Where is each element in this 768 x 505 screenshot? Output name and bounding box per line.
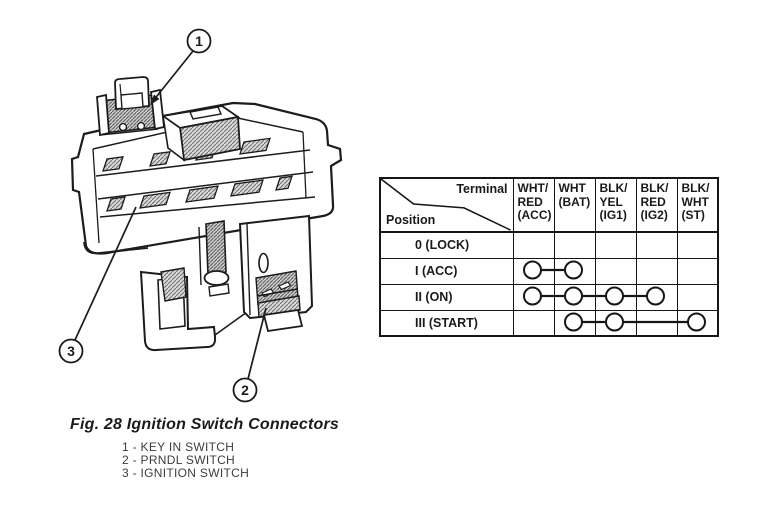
legend-item: 3 - IGNITION SWITCH	[122, 466, 250, 480]
center-latch-box	[160, 105, 241, 162]
column-header-ig1: BLK/ YEL (IG1)	[594, 177, 637, 233]
ignition-switch-connector-illustration: 1 3 2	[58, 28, 343, 403]
corner-header-cell: Terminal Position	[379, 177, 514, 233]
position-axis-label: Position	[386, 213, 436, 227]
key-in-switch-connector	[96, 76, 165, 137]
callout-1-number: 1	[195, 33, 203, 49]
terminal-slots-upper	[102, 137, 271, 172]
prndl-switch-connector	[238, 214, 314, 333]
column-header-bat: WHT (BAT)	[553, 177, 596, 233]
legend-item: 1 - KEY IN SWITCH	[122, 440, 235, 454]
table-row: 0 (LOCK)	[379, 231, 719, 259]
terminal-axis-label: Terminal	[456, 182, 508, 196]
column-header-ig2: BLK/ RED (IG2)	[635, 177, 678, 233]
terminal-slots-lower	[106, 175, 293, 212]
figure-legend: 1 - KEY IN SWITCH 2 - PRNDL SWITCH 3 - I…	[122, 441, 249, 480]
position-label: II (ON)	[379, 283, 514, 311]
legend-item: 2 - PRNDL SWITCH	[122, 453, 236, 467]
corner-diagonal-line	[381, 179, 511, 231]
callout-1: 1	[150, 28, 212, 105]
table-row: II (ON)	[379, 283, 719, 311]
position-label: 0 (LOCK)	[379, 231, 514, 259]
callout-3-number: 3	[67, 343, 75, 359]
center-post	[198, 220, 230, 297]
callout-3: 3	[58, 206, 137, 364]
ignition-switch-body	[70, 101, 343, 255]
table-row: I (ACC)	[379, 257, 719, 285]
terminal-position-table: Terminal Position WHT/ RED (ACC) WHT (BA…	[379, 177, 719, 337]
position-label: III (START)	[379, 309, 514, 337]
figure-caption: Fig. 28 Ignition Switch Connectors	[70, 416, 340, 433]
table-header-row: Terminal Position WHT/ RED (ACC) WHT (BA…	[379, 177, 719, 233]
callout-2-number: 2	[241, 382, 249, 398]
left-mounting-leg	[139, 267, 248, 352]
arrowhead-icon	[150, 94, 160, 105]
table-row: III (START)	[379, 309, 719, 337]
column-header-st: BLK/ WHT (ST)	[676, 177, 719, 233]
column-header-acc: WHT/ RED (ACC)	[512, 177, 555, 233]
position-label: I (ACC)	[379, 257, 514, 285]
callout-2: 2	[232, 307, 267, 403]
